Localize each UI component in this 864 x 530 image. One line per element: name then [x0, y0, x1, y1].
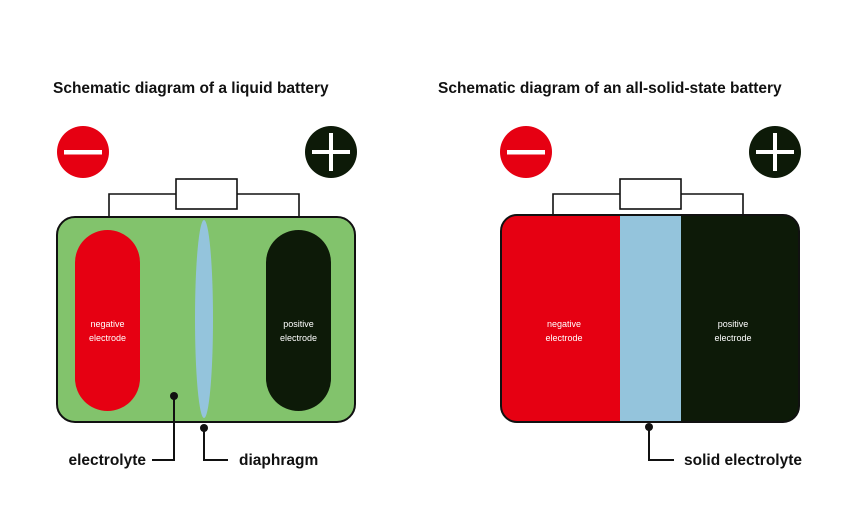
- diaphragm: [195, 220, 213, 418]
- solid-battery-title: Schematic diagram of an all-solid-state …: [438, 80, 782, 97]
- positive-electrode: [681, 215, 799, 422]
- solid-electrolyte: [620, 215, 681, 422]
- solid-battery-outline: [500, 214, 800, 423]
- diaphragm-label: diaphragm: [239, 452, 318, 469]
- load-resistor: [619, 178, 682, 210]
- negative-electrode-label-line2: electrode: [545, 333, 582, 343]
- positive-electrode-label-line2: electrode: [714, 333, 751, 343]
- electrolyte-label: electrolyte: [68, 452, 146, 469]
- plus-circle-icon: [749, 126, 801, 178]
- positive-electrode-label-line2: electrode: [280, 333, 317, 343]
- liquid-battery-panel: Schematic diagram of a liquid battery ne…: [53, 80, 357, 469]
- positive-electrode-label-line1: positive: [283, 319, 314, 329]
- positive-electrode-label-line1: positive: [718, 319, 749, 329]
- solid-battery-panel: Schematic diagram of an all-solid-state …: [438, 80, 802, 469]
- solid-electrolyte-leader-line: [648, 427, 674, 461]
- negative-electrode: [501, 215, 620, 422]
- positive-electrode: [266, 230, 331, 411]
- liquid-battery-title: Schematic diagram of a liquid battery: [53, 80, 329, 97]
- negative-electrode: [75, 230, 140, 411]
- negative-electrode-label-line1: negative: [547, 319, 581, 329]
- plus-circle-icon: [305, 126, 357, 178]
- minus-circle-icon: [500, 126, 552, 178]
- negative-electrode-label-line1: negative: [90, 319, 124, 329]
- solid-electrolyte-label: solid electrolyte: [684, 452, 802, 469]
- minus-circle-icon: [57, 126, 109, 178]
- diaphragm-leader-line: [203, 428, 228, 461]
- load-resistor: [175, 178, 238, 210]
- electrolyte-leader-line: [152, 396, 175, 461]
- negative-electrode-label-line2: electrode: [89, 333, 126, 343]
